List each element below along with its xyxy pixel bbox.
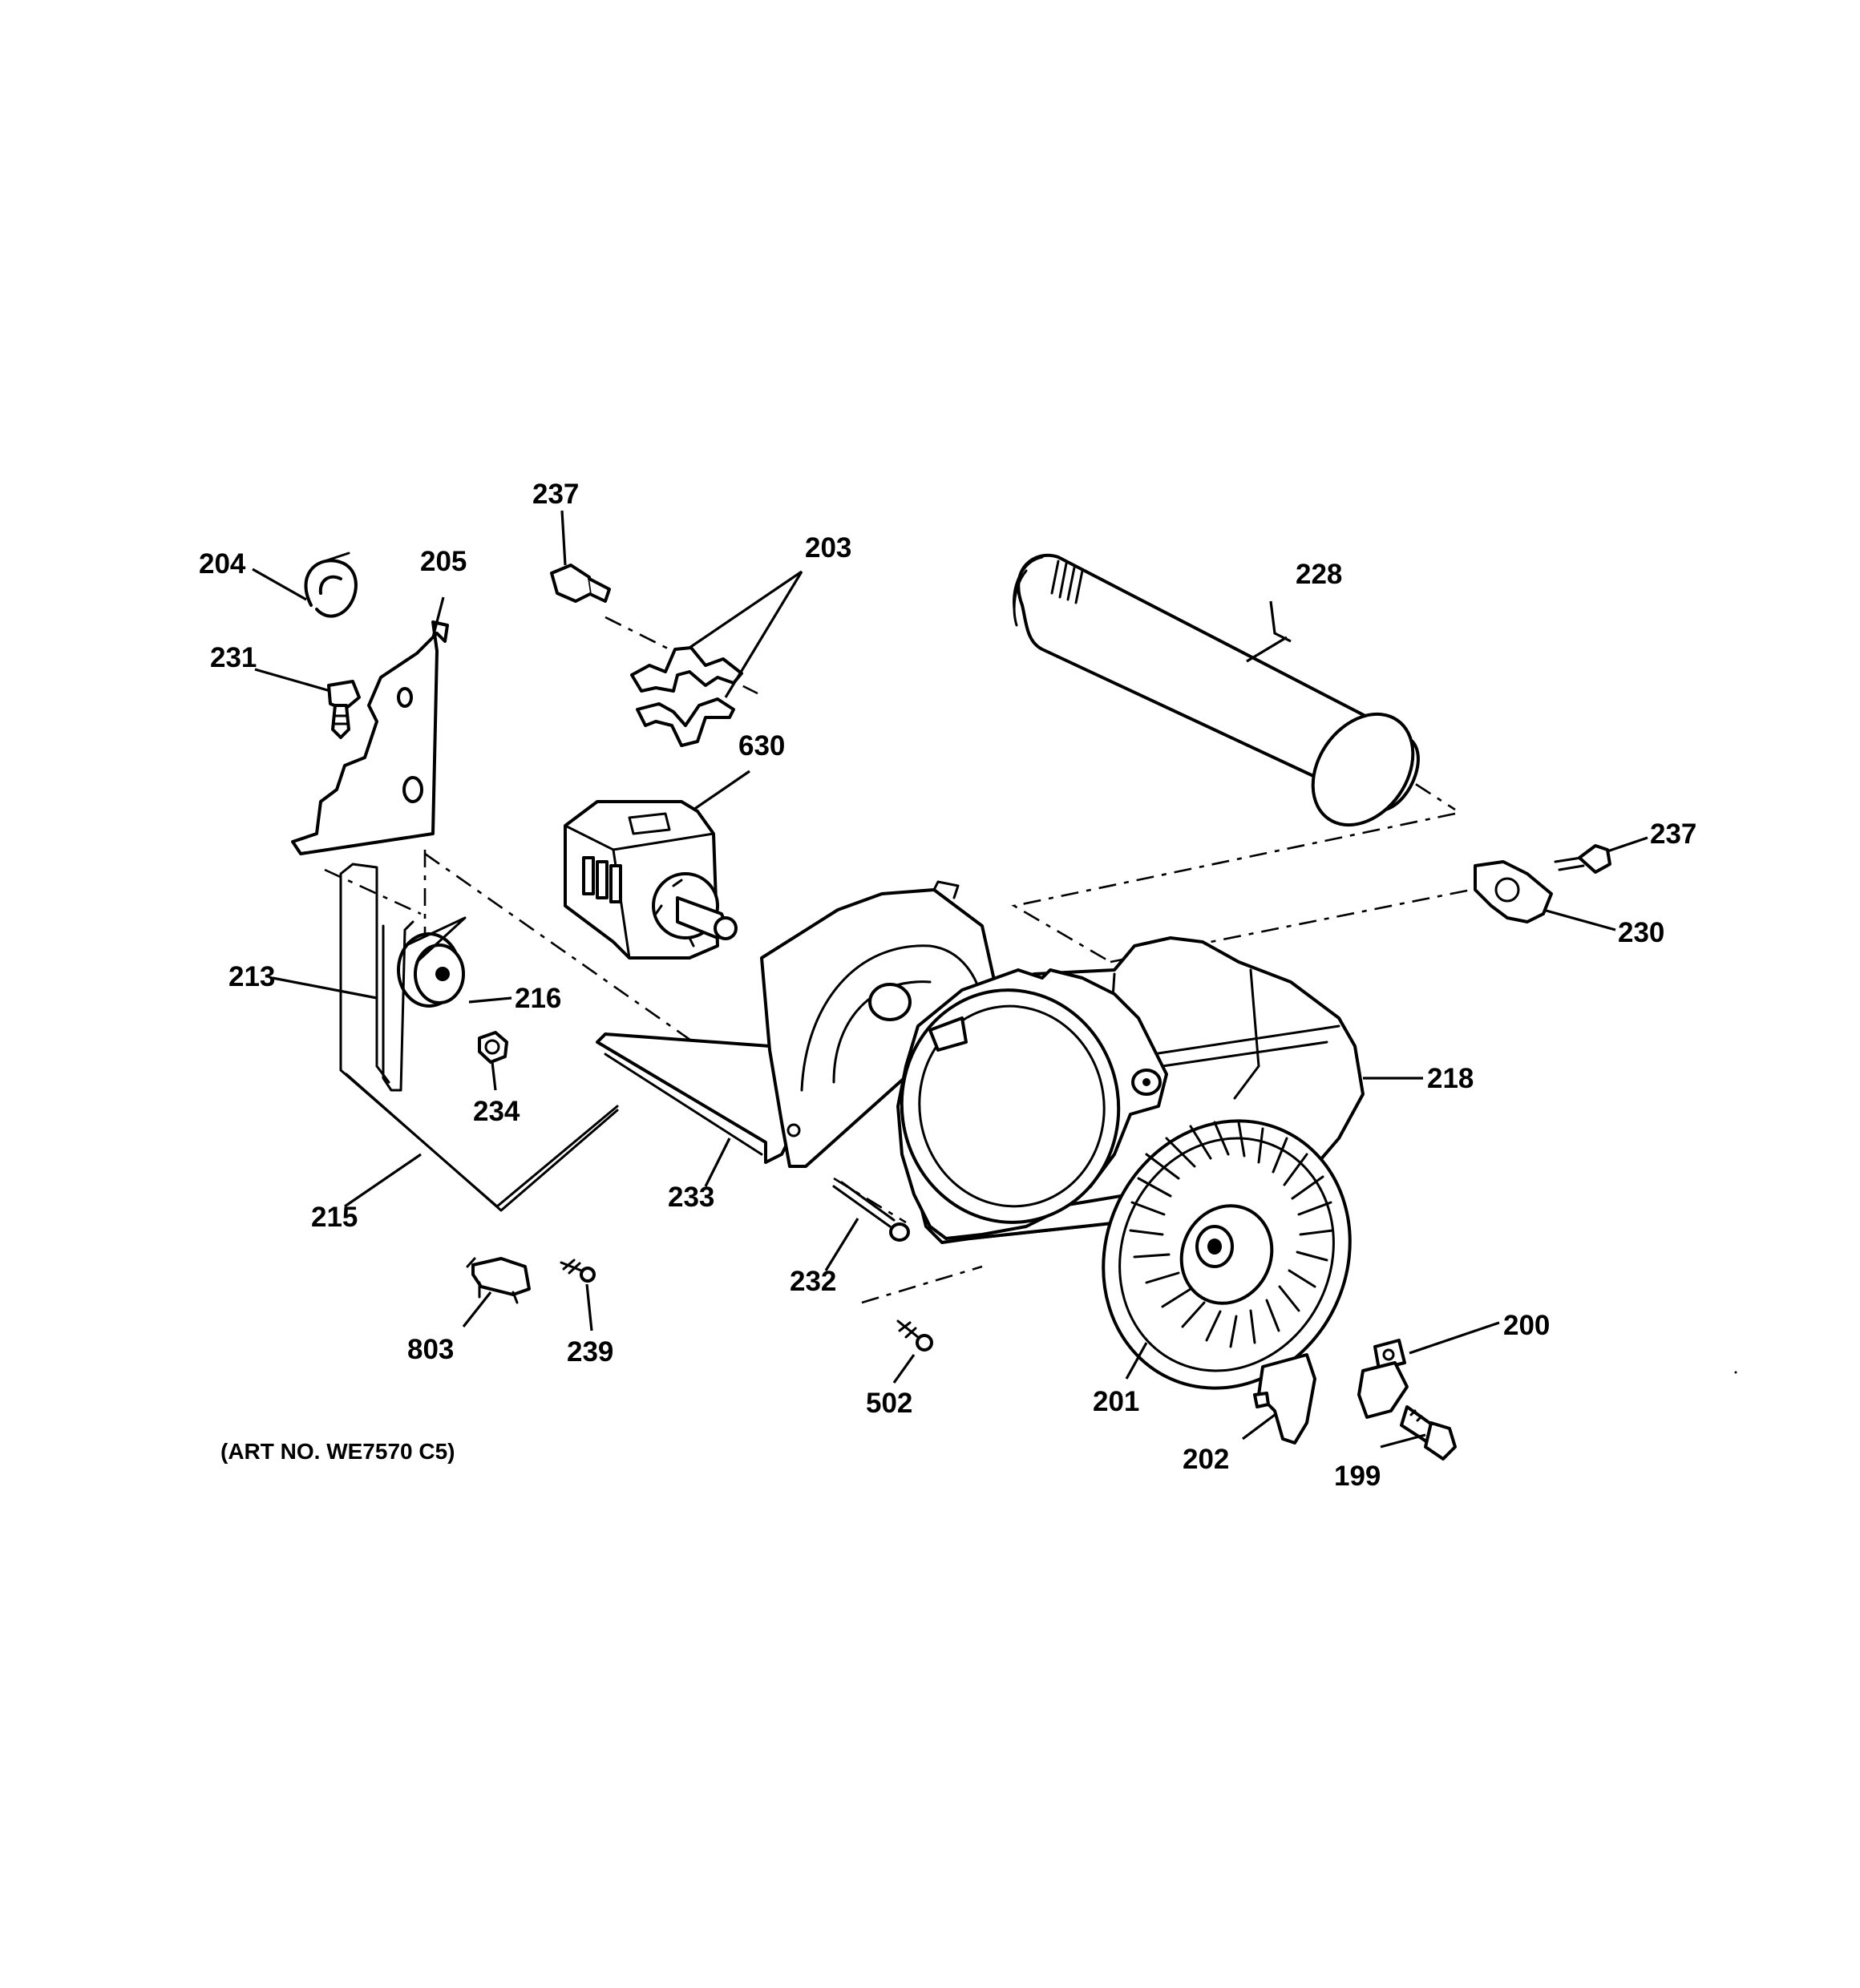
part-630-motor-control bbox=[564, 800, 738, 960]
part-218-front-ring bbox=[896, 968, 1168, 1240]
label-630: 630 bbox=[738, 730, 785, 762]
part-234-nut bbox=[478, 1031, 508, 1064]
part-204-clamp bbox=[304, 552, 358, 618]
label-199: 199 bbox=[1334, 1461, 1381, 1492]
label-239: 239 bbox=[567, 1336, 613, 1368]
stray-dot bbox=[1734, 1371, 1737, 1374]
label-200: 200 bbox=[1503, 1310, 1550, 1341]
part-202-cover bbox=[1253, 1353, 1316, 1445]
label-234: 234 bbox=[473, 1096, 520, 1127]
part-237-screw-right bbox=[1554, 844, 1611, 874]
label-203: 203 bbox=[805, 532, 851, 564]
label-215: 215 bbox=[311, 1202, 358, 1233]
art-number-caption: (ART NO. WE7570 C5) bbox=[220, 1439, 455, 1464]
part-803-switch bbox=[466, 1257, 531, 1304]
part-201-blower-wheel bbox=[1102, 1119, 1352, 1390]
label-803: 803 bbox=[407, 1334, 454, 1365]
part-502-screw bbox=[896, 1319, 933, 1352]
part-231-push-rivet bbox=[327, 680, 361, 739]
part-228-exhaust-duct bbox=[1013, 553, 1420, 827]
part-239-screw bbox=[560, 1259, 596, 1283]
label-218: 218 bbox=[1427, 1063, 1474, 1094]
label-216: 216 bbox=[515, 983, 561, 1014]
part-199-bolt bbox=[1400, 1405, 1457, 1461]
label-231: 231 bbox=[210, 642, 257, 673]
label-232: 232 bbox=[790, 1266, 836, 1297]
label-213: 213 bbox=[228, 961, 275, 992]
label-205: 205 bbox=[420, 546, 467, 577]
part-216-idler bbox=[397, 916, 467, 1008]
label-204: 204 bbox=[199, 548, 246, 580]
part-labels: 204 205 231 237 203 630 228 237 230 213 … bbox=[199, 479, 1696, 1492]
label-237-top: 237 bbox=[532, 479, 579, 510]
part-230-clip bbox=[1474, 860, 1553, 923]
label-230: 230 bbox=[1618, 917, 1664, 948]
label-237-right: 237 bbox=[1650, 818, 1696, 850]
label-228: 228 bbox=[1296, 559, 1342, 590]
leader-lines bbox=[252, 510, 1648, 1449]
label-201: 201 bbox=[1093, 1386, 1139, 1417]
label-202: 202 bbox=[1183, 1444, 1229, 1475]
part-205-bracket bbox=[291, 620, 449, 855]
label-233: 233 bbox=[668, 1182, 714, 1213]
label-502: 502 bbox=[866, 1388, 912, 1419]
part-232-pin bbox=[832, 1181, 910, 1242]
part-200-clip bbox=[1357, 1339, 1409, 1419]
part-213-215-rod bbox=[339, 863, 619, 1212]
part-237-screw-top bbox=[550, 564, 611, 603]
